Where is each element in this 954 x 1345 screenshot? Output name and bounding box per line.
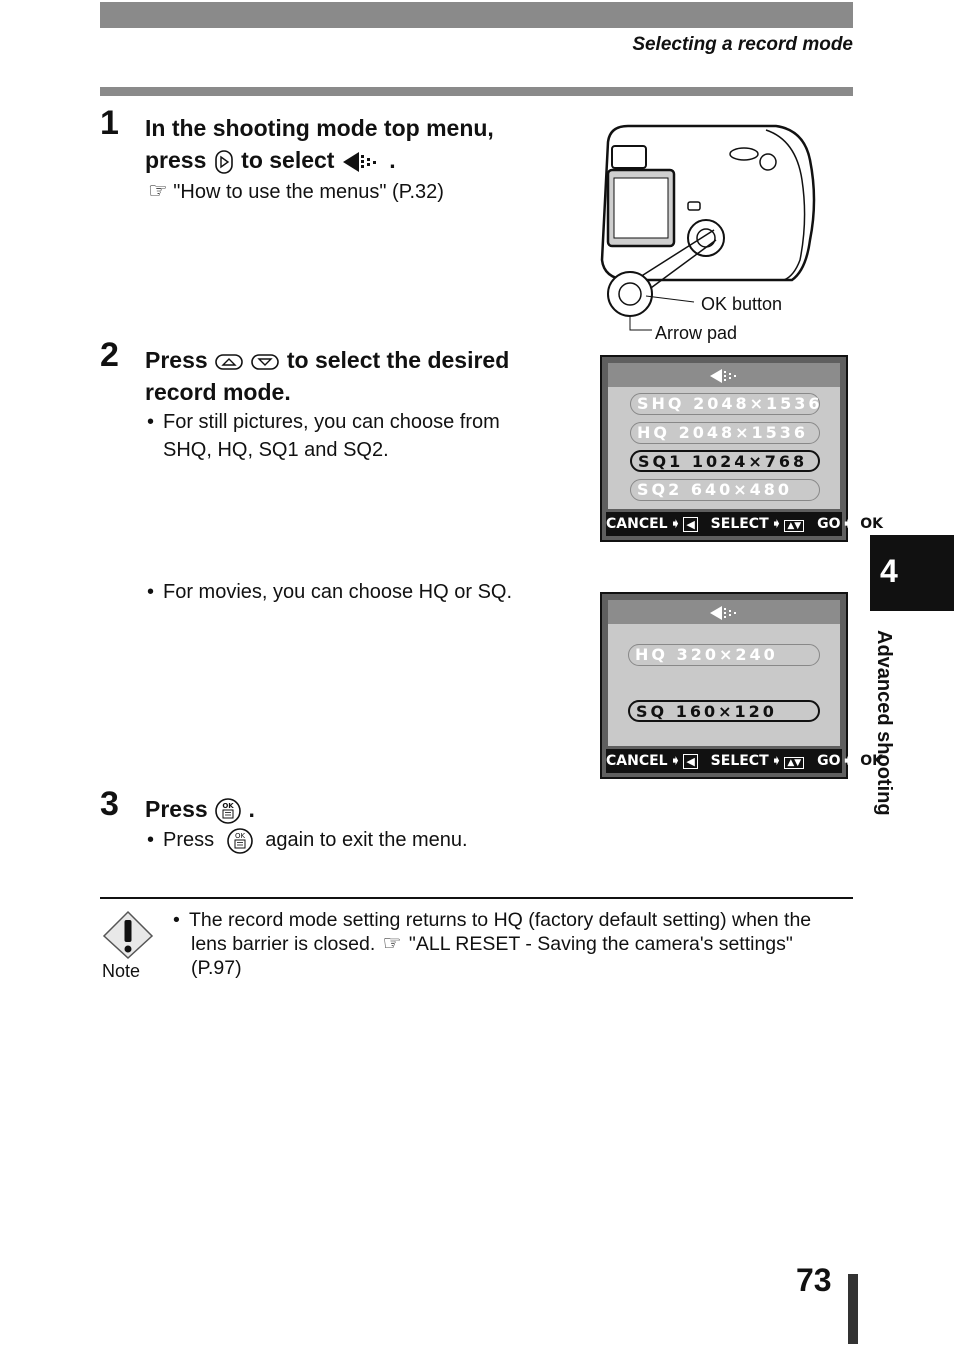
lcd-movie-screen: HQ 320×240 SQ 160×120 bbox=[608, 600, 840, 746]
note-rule bbox=[100, 897, 853, 899]
step-3-bullet: •Press OK again to exit the menu. bbox=[147, 826, 468, 855]
page-number-bar bbox=[848, 1274, 858, 1344]
camera-illustration bbox=[600, 124, 816, 331]
section-title: Selecting a record mode bbox=[632, 34, 853, 55]
step-3-number: 3 bbox=[100, 785, 119, 823]
arrow-right-icon bbox=[214, 150, 233, 174]
svg-text:OK: OK bbox=[222, 802, 234, 810]
lcd-still-screen: SHQ 2048×1536 HQ 2048×1536 SQ1 1024×768 … bbox=[608, 363, 840, 509]
lcd-option-shq[interactable]: SHQ 2048×1536 bbox=[630, 393, 820, 415]
note-label: Note bbox=[102, 961, 141, 981]
record-mode-icon bbox=[710, 606, 736, 620]
step-1-title-line2: press to select . bbox=[145, 147, 396, 174]
arrow-pad-label: Arrow pad bbox=[655, 323, 738, 343]
lcd-still-header bbox=[608, 363, 840, 387]
lcd-movie-header bbox=[608, 600, 840, 624]
step-1-title-line1: In the shooting mode top menu, bbox=[145, 115, 494, 141]
step-2-title: Press to select the desired record mode. bbox=[145, 344, 585, 408]
step-2-title-line2: record mode. bbox=[145, 379, 291, 405]
step-2-title-line1: Press to select the desired bbox=[145, 347, 510, 373]
lcd-still-record-mode: SHQ 2048×1536 HQ 2048×1536 SQ1 1024×768 … bbox=[600, 355, 887, 542]
ok-button-label: OK button bbox=[701, 294, 783, 314]
lcd-movie-record-mode: HQ 320×240 SQ 160×120 CANCEL➧◀ SELECT➧▲▼… bbox=[600, 592, 887, 779]
step-1-number: 1 bbox=[100, 104, 119, 142]
section-rule bbox=[100, 87, 853, 96]
arrow-down-icon bbox=[251, 354, 280, 370]
lcd-option-movie-sq[interactable]: SQ 160×120 bbox=[628, 700, 820, 722]
step-3-title: Press OK . bbox=[145, 793, 255, 825]
note-text: •The record mode setting returns to HQ (… bbox=[173, 909, 812, 979]
step-2-bullet-movie: •For movies, you can choose HQ or SQ. bbox=[147, 581, 513, 603]
lcd-option-sq2[interactable]: SQ2 640×480 bbox=[630, 479, 820, 501]
page-number: 73 bbox=[796, 1262, 832, 1298]
note-warning-icon bbox=[102, 910, 154, 960]
lcd-option-movie-hq[interactable]: HQ 320×240 bbox=[628, 644, 820, 666]
ok-menu-button-icon: OK bbox=[215, 798, 241, 824]
chapter-tab: 4 bbox=[870, 535, 954, 611]
ok-menu-button-icon: OK bbox=[226, 827, 253, 854]
reference-hand-icon: ☞ bbox=[148, 178, 168, 203]
lcd-movie-footer: CANCEL➧◀ SELECT➧▲▼ GO➧OK bbox=[606, 749, 887, 773]
record-mode-icon bbox=[342, 151, 376, 172]
header-bar bbox=[100, 2, 853, 28]
svg-text:OK: OK bbox=[235, 832, 246, 840]
step-2-number: 2 bbox=[100, 336, 119, 374]
record-mode-icon bbox=[710, 369, 736, 383]
reference-hand-icon: ☞ bbox=[382, 932, 402, 955]
step-2-bullet-still: •For still pictures, you can choose from… bbox=[147, 411, 500, 461]
lcd-option-hq[interactable]: HQ 2048×1536 bbox=[630, 422, 820, 444]
step-1-title: In the shooting mode top menu, press to … bbox=[145, 112, 565, 176]
lcd-still-footer: CANCEL➧◀ SELECT➧▲▼ GO➧OK bbox=[606, 512, 887, 536]
lcd-option-sq1[interactable]: SQ1 1024×768 bbox=[630, 450, 820, 472]
arrow-up-icon bbox=[215, 354, 243, 370]
chapter-label: Advanced shooting bbox=[873, 630, 895, 816]
step-1-reference: ☞ "How to use the menus" (P.32) bbox=[148, 178, 444, 203]
